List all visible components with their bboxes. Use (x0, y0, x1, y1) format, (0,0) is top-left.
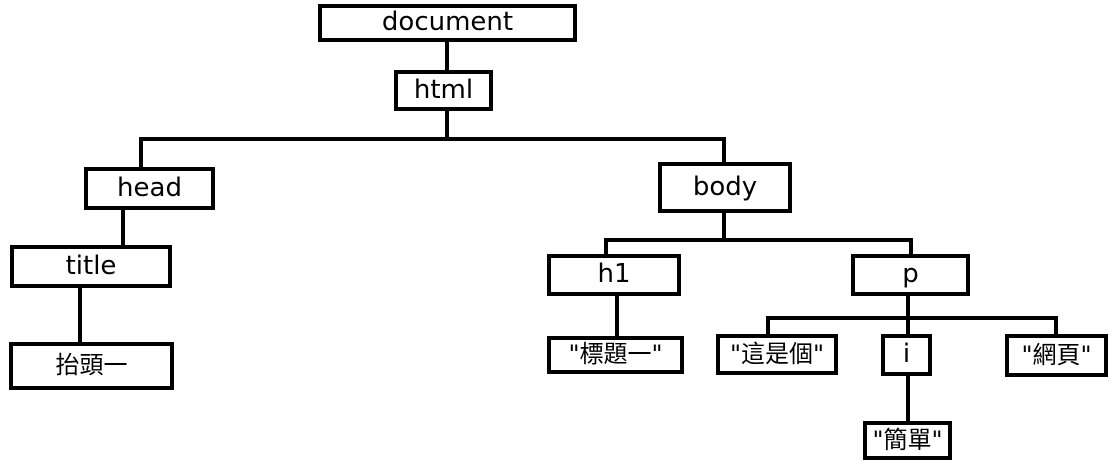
node-title: title (10, 245, 172, 288)
connector-h1-stem (604, 238, 608, 258)
node-html: html (394, 70, 493, 111)
connector-p-trunk (906, 293, 910, 318)
node-h1-text: "標題一" (547, 336, 684, 374)
node-i: i (881, 334, 932, 376)
node-head: head (84, 167, 215, 210)
node-h1-text-label: "標題一" (568, 340, 663, 368)
connector-head-title (121, 207, 125, 248)
connector-html-trunk (445, 108, 449, 139)
connector-body-trunk (722, 210, 726, 240)
connector-body-branch (604, 238, 913, 242)
connector-document-html (445, 40, 449, 70)
node-p-text-1: "這是個" (716, 334, 838, 375)
connector-ptext2-stem (1054, 316, 1058, 336)
connector-p-stem (909, 238, 913, 258)
connector-head-stem (139, 137, 143, 167)
node-title-text: 抬頭一 (9, 342, 174, 390)
node-p-text-2: "網頁" (1005, 334, 1108, 377)
node-document: document (318, 4, 577, 42)
connector-html-branch (139, 137, 726, 141)
node-i-text: "簡單" (863, 421, 952, 460)
node-i-text-label: "簡單" (872, 425, 943, 454)
node-p: p (851, 254, 970, 296)
connector-p-branch (766, 316, 1058, 320)
connector-title-titletext (78, 286, 82, 342)
connector-ptext1-stem (766, 316, 770, 336)
node-head-label: head (117, 172, 182, 203)
node-body: body (658, 162, 792, 213)
connector-body-stem (722, 137, 726, 165)
connector-i-stem (906, 316, 910, 336)
node-p-text-2-label: "網頁" (1021, 340, 1092, 369)
node-h1-label: h1 (597, 259, 631, 289)
connector-h1-h1text (615, 293, 619, 338)
node-title-label: title (65, 250, 117, 281)
node-p-label: p (902, 259, 919, 289)
connector-i-itext (906, 373, 910, 423)
node-body-label: body (692, 171, 758, 202)
node-i-label: i (902, 339, 911, 369)
node-p-text-1-label: "這是個" (729, 339, 825, 368)
node-document-label: document (381, 7, 514, 37)
node-h1: h1 (547, 254, 681, 296)
node-title-text-label: 抬頭一 (55, 351, 128, 379)
node-html-label: html (413, 74, 474, 105)
